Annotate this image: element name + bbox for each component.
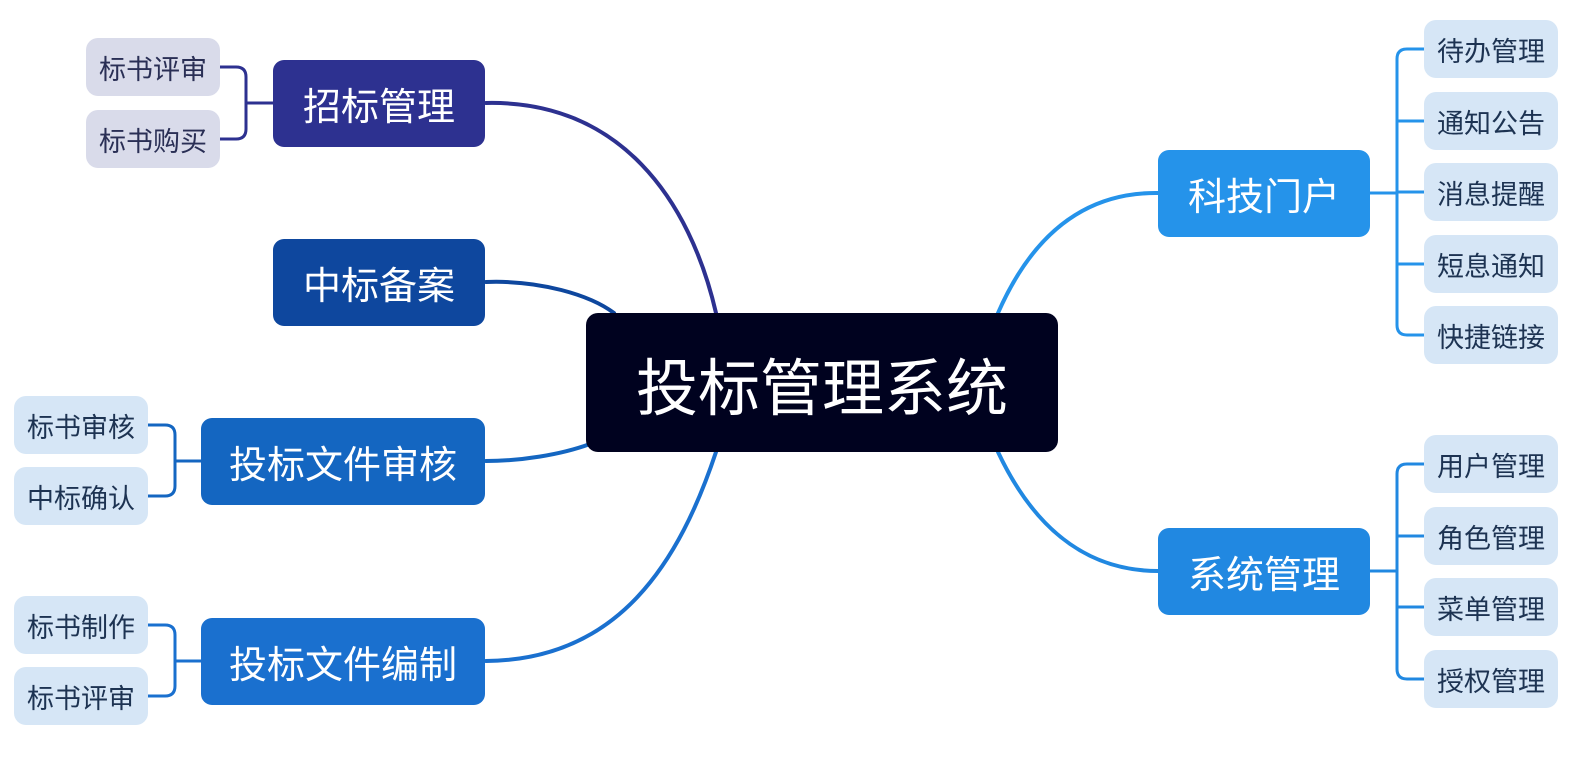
- subtopic[interactable]: 角色管理: [1424, 507, 1558, 565]
- bracket-tbbz: [146, 623, 203, 698]
- subtopic[interactable]: 中标确认: [14, 467, 148, 525]
- branch-topic-toubiao-wenjian-shenhe[interactable]: 投标文件审核: [201, 418, 485, 505]
- subtopic[interactable]: 标书购买: [86, 110, 220, 168]
- bracket-xtgl: [1368, 462, 1426, 681]
- subtopic[interactable]: 待办管理: [1424, 20, 1558, 78]
- branch-topic-zhongbiao-beian[interactable]: 中标备案: [273, 239, 485, 326]
- subtopic[interactable]: 菜单管理: [1424, 578, 1558, 636]
- branch-topic-keji-menhu[interactable]: 科技门户: [1158, 150, 1370, 237]
- bracket-kjmh: [1368, 47, 1426, 337]
- bracket-tbsh: [146, 423, 203, 498]
- subtopic[interactable]: 用户管理: [1424, 435, 1558, 493]
- subtopic[interactable]: 标书审核: [14, 396, 148, 454]
- subtopic[interactable]: 快捷链接: [1424, 306, 1558, 364]
- subtopic[interactable]: 标书评审: [86, 38, 220, 96]
- subtopic[interactable]: 短息通知: [1424, 235, 1558, 293]
- link-root-tbbz: [484, 450, 718, 663]
- branch-topic-xitong-guanli[interactable]: 系统管理: [1158, 528, 1370, 615]
- subtopic[interactable]: 消息提醒: [1424, 163, 1558, 221]
- link-root-zbba: [484, 279, 616, 315]
- branch-topic-zhaobiao-guanli[interactable]: 招标管理: [273, 60, 485, 147]
- link-root-tbsh: [484, 442, 592, 463]
- subtopic[interactable]: 标书评审: [14, 667, 148, 725]
- link-root-kjmh: [996, 190, 1160, 315]
- branch-topic-toubiao-wenjian-bianzhi[interactable]: 投标文件编制: [201, 618, 485, 705]
- bracket-zbgl: [218, 65, 275, 141]
- link-root-zbgl: [484, 100, 718, 315]
- subtopic[interactable]: 标书制作: [14, 596, 148, 654]
- root-topic[interactable]: 投标管理系统: [586, 313, 1058, 452]
- subtopic[interactable]: 授权管理: [1424, 650, 1558, 708]
- subtopic[interactable]: 通知公告: [1424, 92, 1558, 150]
- link-root-xtgl: [996, 450, 1160, 573]
